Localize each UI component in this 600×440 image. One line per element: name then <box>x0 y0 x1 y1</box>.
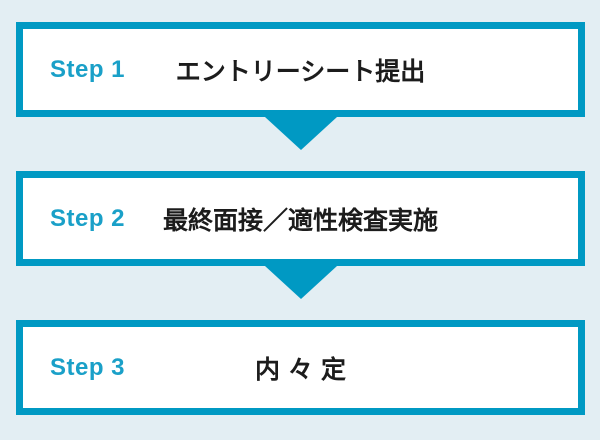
step-1-box: Step 1 エントリーシート提出 <box>16 22 585 117</box>
step-3-box: Step 3 内々定 <box>16 320 585 415</box>
step-3-number: Step 3 <box>50 353 126 381</box>
step-1-number: Step 1 <box>50 55 126 83</box>
spacer-1 <box>16 150 585 171</box>
arrow-down-icon-2 <box>264 266 337 299</box>
step-3-block: Step 3 内々定 <box>16 320 585 415</box>
spacer-2 <box>16 299 585 320</box>
step-2-box: Step 2 最終面接／適性検査実施 <box>16 171 585 266</box>
step-2-block: Step 2 最終面接／適性検査実施 <box>16 171 585 320</box>
step-2-label: 最終面接／適性検査実施 <box>162 206 438 235</box>
step-2-number: Step 2 <box>50 204 126 232</box>
arrow-down-icon-1 <box>264 117 337 150</box>
step-3-label: 内々定 <box>254 355 354 384</box>
step-1-label: エントリーシート提出 <box>175 57 426 86</box>
step-1-block: Step 1 エントリーシート提出 <box>16 22 585 171</box>
